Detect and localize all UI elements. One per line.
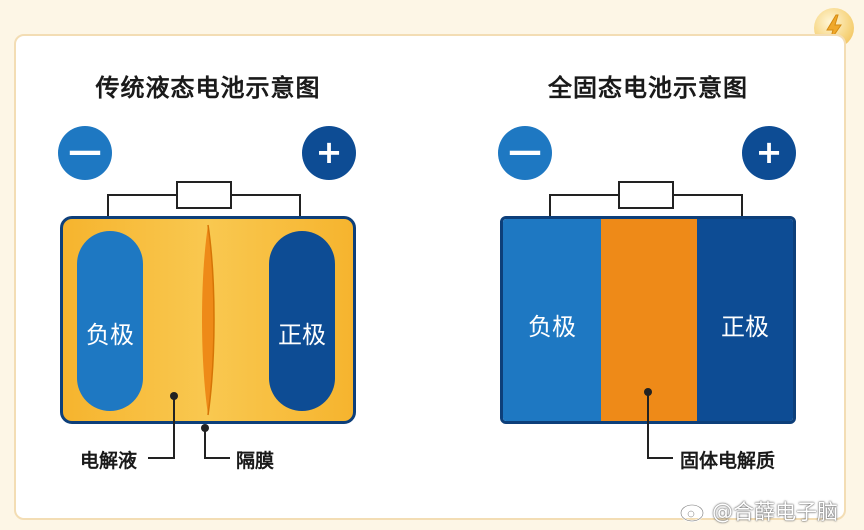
separator-label: 隔膜 — [236, 450, 275, 472]
weibo-logo-icon — [680, 501, 707, 522]
watermark-text: @合薛电子脑 — [712, 500, 838, 524]
right-anode-label: 负极 — [528, 313, 576, 341]
electrolyte-leader-line — [173, 398, 175, 458]
right-negative-terminal-icon: — — [498, 126, 552, 180]
left-cathode: 正极 — [269, 231, 335, 411]
solid-electrolyte-label: 固体电解质 — [680, 450, 776, 472]
liquid-battery-cell: 负极 正极 — [60, 216, 356, 424]
liquid-battery-title: 传统液态电池示意图 — [95, 74, 321, 102]
right-load-resistor-icon — [618, 181, 674, 209]
left-anode: 负极 — [77, 231, 143, 411]
left-negative-terminal-icon: — — [58, 126, 112, 180]
solid-electrolyte-pointer-dot — [644, 388, 652, 396]
separator-leader-line — [204, 430, 206, 458]
left-anode-label: 负极 — [86, 321, 134, 349]
electrolyte-pointer-dot — [170, 392, 178, 400]
right-cathode-label: 正极 — [721, 313, 769, 341]
separator-membrane — [202, 224, 215, 416]
separator-leader-line-h — [204, 457, 230, 459]
electrolyte-label: 电解液 — [80, 450, 138, 472]
right-cathode-layer: 正极 — [697, 219, 793, 421]
solid-battery-title: 全固态电池示意图 — [548, 74, 748, 102]
solid-electrolyte-layer — [601, 219, 697, 421]
right-anode-layer: 负极 — [503, 219, 601, 421]
solid-battery-cell: 负极 正极 — [500, 216, 796, 424]
electrolyte-leader-line-h — [148, 457, 175, 459]
left-load-resistor-icon — [176, 181, 232, 209]
left-positive-terminal-icon: + — [302, 126, 356, 180]
left-cathode-label: 正极 — [278, 321, 326, 349]
solid-electrolyte-leader-line-h — [647, 457, 673, 459]
solid-electrolyte-leader-line — [647, 394, 649, 458]
separator-pointer-dot — [201, 424, 209, 432]
right-positive-terminal-icon: + — [742, 126, 796, 180]
